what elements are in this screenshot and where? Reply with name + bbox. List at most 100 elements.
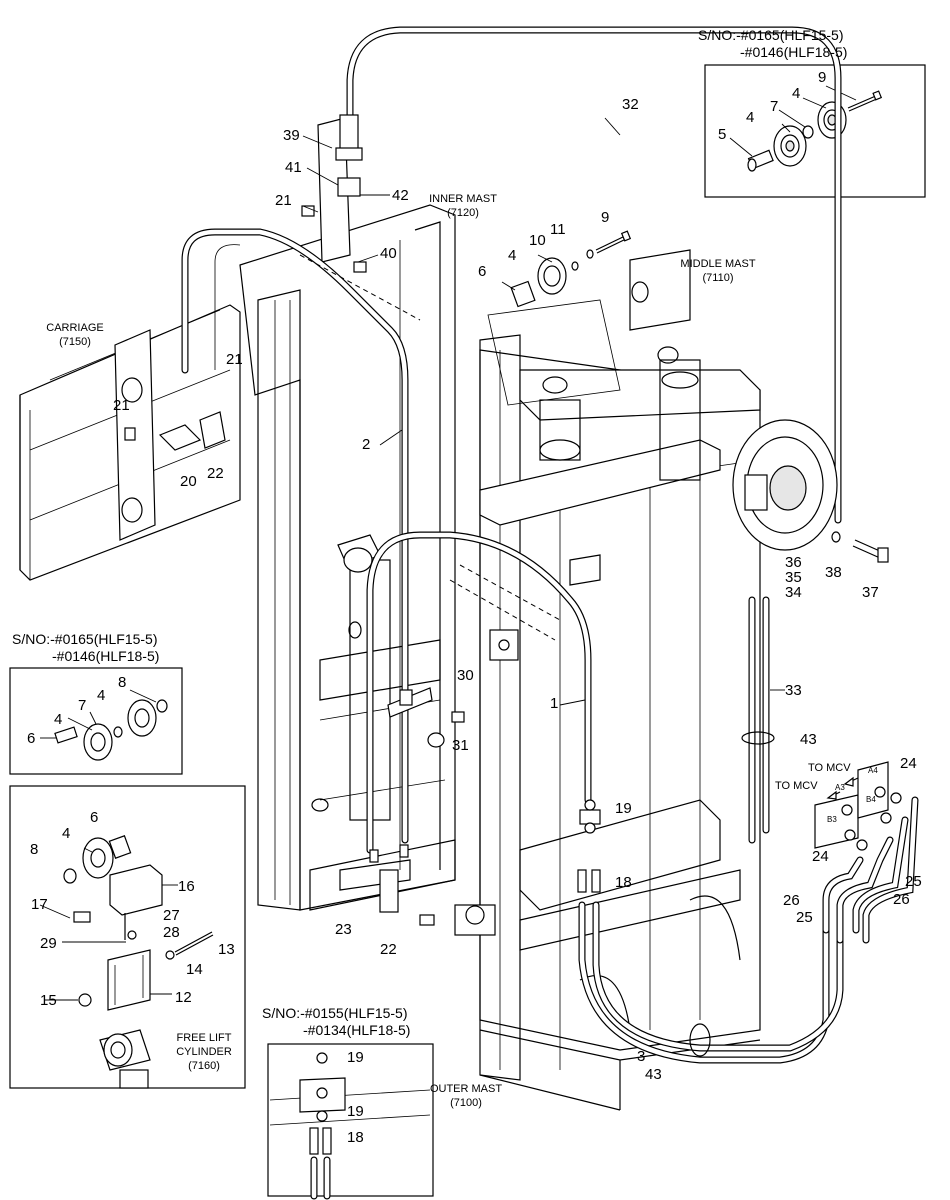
bracket-39-42 [301, 114, 390, 273]
carriage-name: CARRIAGE [46, 322, 104, 334]
callout-27: 27 [163, 907, 180, 924]
hose-33 [741, 596, 785, 844]
callout-8-box: 8 [30, 841, 39, 858]
free-lift-code: (7160) [188, 1059, 220, 1072]
sn-left-line2: -#0146(HLF18-5) [52, 648, 160, 664]
free-lift-name-1: FREE LIFT [176, 1032, 232, 1044]
callout-11: 11 [550, 221, 566, 238]
callout-24-top: 24 [900, 755, 917, 772]
callout-18-main: 18 [615, 874, 632, 891]
outer-mast-label: OUTER MAST (7100) [422, 1083, 510, 1111]
callout-32: 32 [622, 96, 639, 113]
callout-9-mid: 9 [601, 209, 610, 226]
middle-mast-name: MIDDLE MAST [680, 258, 756, 270]
bracket-23 [339, 844, 435, 926]
carriage-label: CARRIAGE (7150) [40, 322, 110, 350]
callout-36: 36 [785, 554, 802, 571]
middle-mast [479, 249, 761, 586]
callout-25-right: 25 [905, 873, 922, 890]
inner-mast-label: INNER MAST (7120) [420, 193, 506, 221]
hose-32 [346, 26, 842, 524]
sn-bottom-line1: S/NO:-#0155(HLF15-5) [262, 1005, 408, 1021]
middle-mast-label: MIDDLE MAST (7110) [672, 258, 764, 286]
to-mcv-label-2: TO MCV [808, 762, 851, 774]
callout-2: 2 [362, 436, 371, 453]
callout-43-top: 43 [800, 731, 817, 748]
free-lift-label: FREE LIFT CYLINDER (7160) [167, 1032, 241, 1073]
callout-41: 41 [285, 159, 302, 176]
sn-bottom-line2: -#0134(HLF18-5) [303, 1022, 411, 1038]
clamp-30 [387, 687, 465, 723]
callout-12: 12 [175, 989, 192, 1006]
callout-17: 17 [31, 896, 48, 913]
callout-26-right: 26 [893, 891, 910, 908]
callout-15: 15 [40, 992, 57, 1009]
callout-25-left: 25 [796, 909, 813, 926]
port-a4: A4 [868, 766, 878, 775]
sheave-assembly [732, 419, 889, 563]
inner-mast-name: INNER MAST [429, 193, 497, 205]
callout-4-top-a: 4 [792, 85, 801, 102]
free-lift-name-2: CYLINDER [176, 1045, 232, 1058]
port-b4: B4 [866, 795, 876, 804]
port-a3: A3 [835, 783, 845, 792]
callout-21-right: 21 [226, 351, 243, 368]
carriage-code: (7150) [59, 335, 91, 348]
detail-box-bottom [267, 1043, 434, 1200]
callout-30: 30 [457, 667, 474, 684]
callout-1: 1 [550, 695, 559, 712]
callout-29: 29 [40, 935, 57, 952]
callout-14: 14 [186, 961, 203, 978]
upper-sheave-parts [487, 230, 632, 406]
callout-7-top: 7 [770, 98, 779, 115]
callout-22-top: 22 [207, 465, 224, 482]
outer-mast-code: (7100) [450, 1096, 482, 1109]
callout-6-box: 6 [90, 809, 99, 826]
callout-6-left: 6 [27, 730, 36, 747]
callout-24-bottom: 24 [812, 848, 829, 865]
carriage [19, 304, 241, 581]
sn-top-line2: -#0146(HLF18-5) [740, 44, 848, 60]
callout-42: 42 [392, 187, 409, 204]
callout-38: 38 [825, 564, 842, 581]
callout-31: 31 [452, 737, 469, 754]
callout-21-left: 21 [113, 397, 130, 414]
callout-26-left: 26 [783, 892, 800, 909]
callout-43-bottom: 43 [645, 1066, 662, 1083]
callout-19-inset-a: 19 [347, 1049, 364, 1066]
callout-5-top: 5 [718, 126, 727, 143]
callout-4-mid: 4 [508, 247, 517, 264]
callout-35: 35 [785, 569, 802, 586]
outer-mast-name: OUTER MAST [429, 1083, 503, 1095]
sn-left-line1: S/NO:-#0165(HLF15-5) [12, 631, 158, 647]
callout-22-bottom: 22 [380, 941, 397, 958]
sn-top-line1: S/NO:-#0165(HLF15-5) [698, 27, 844, 43]
detail-box-free-lift [9, 785, 246, 1089]
hose-3 [578, 901, 844, 1064]
callout-9-top: 9 [818, 69, 827, 86]
callout-19-main: 19 [615, 800, 632, 817]
callout-40: 40 [380, 245, 397, 262]
callout-28: 28 [163, 924, 180, 941]
callout-6-mid: 6 [478, 263, 487, 280]
callout-33: 33 [785, 682, 802, 699]
callout-7-left: 7 [78, 697, 87, 714]
middle-mast-code: (7110) [702, 271, 734, 284]
callout-8-left: 8 [118, 674, 127, 691]
detail-box-left [9, 667, 183, 775]
mcv-block [814, 761, 902, 851]
detail-box-top [704, 64, 926, 198]
hose-1 [366, 531, 592, 854]
callout-21-top: 21 [275, 192, 292, 209]
hose-2 [181, 228, 421, 844]
callout-34: 34 [785, 584, 802, 601]
port-b3: B3 [827, 815, 837, 824]
callout-23: 23 [335, 921, 352, 938]
callout-4-box: 4 [62, 825, 71, 842]
callout-16: 16 [178, 878, 195, 895]
fittings-18-19 [577, 799, 601, 893]
callout-4-top-b: 4 [746, 109, 755, 126]
callout-18-inset: 18 [347, 1129, 364, 1146]
callout-4-left-a: 4 [97, 687, 106, 704]
